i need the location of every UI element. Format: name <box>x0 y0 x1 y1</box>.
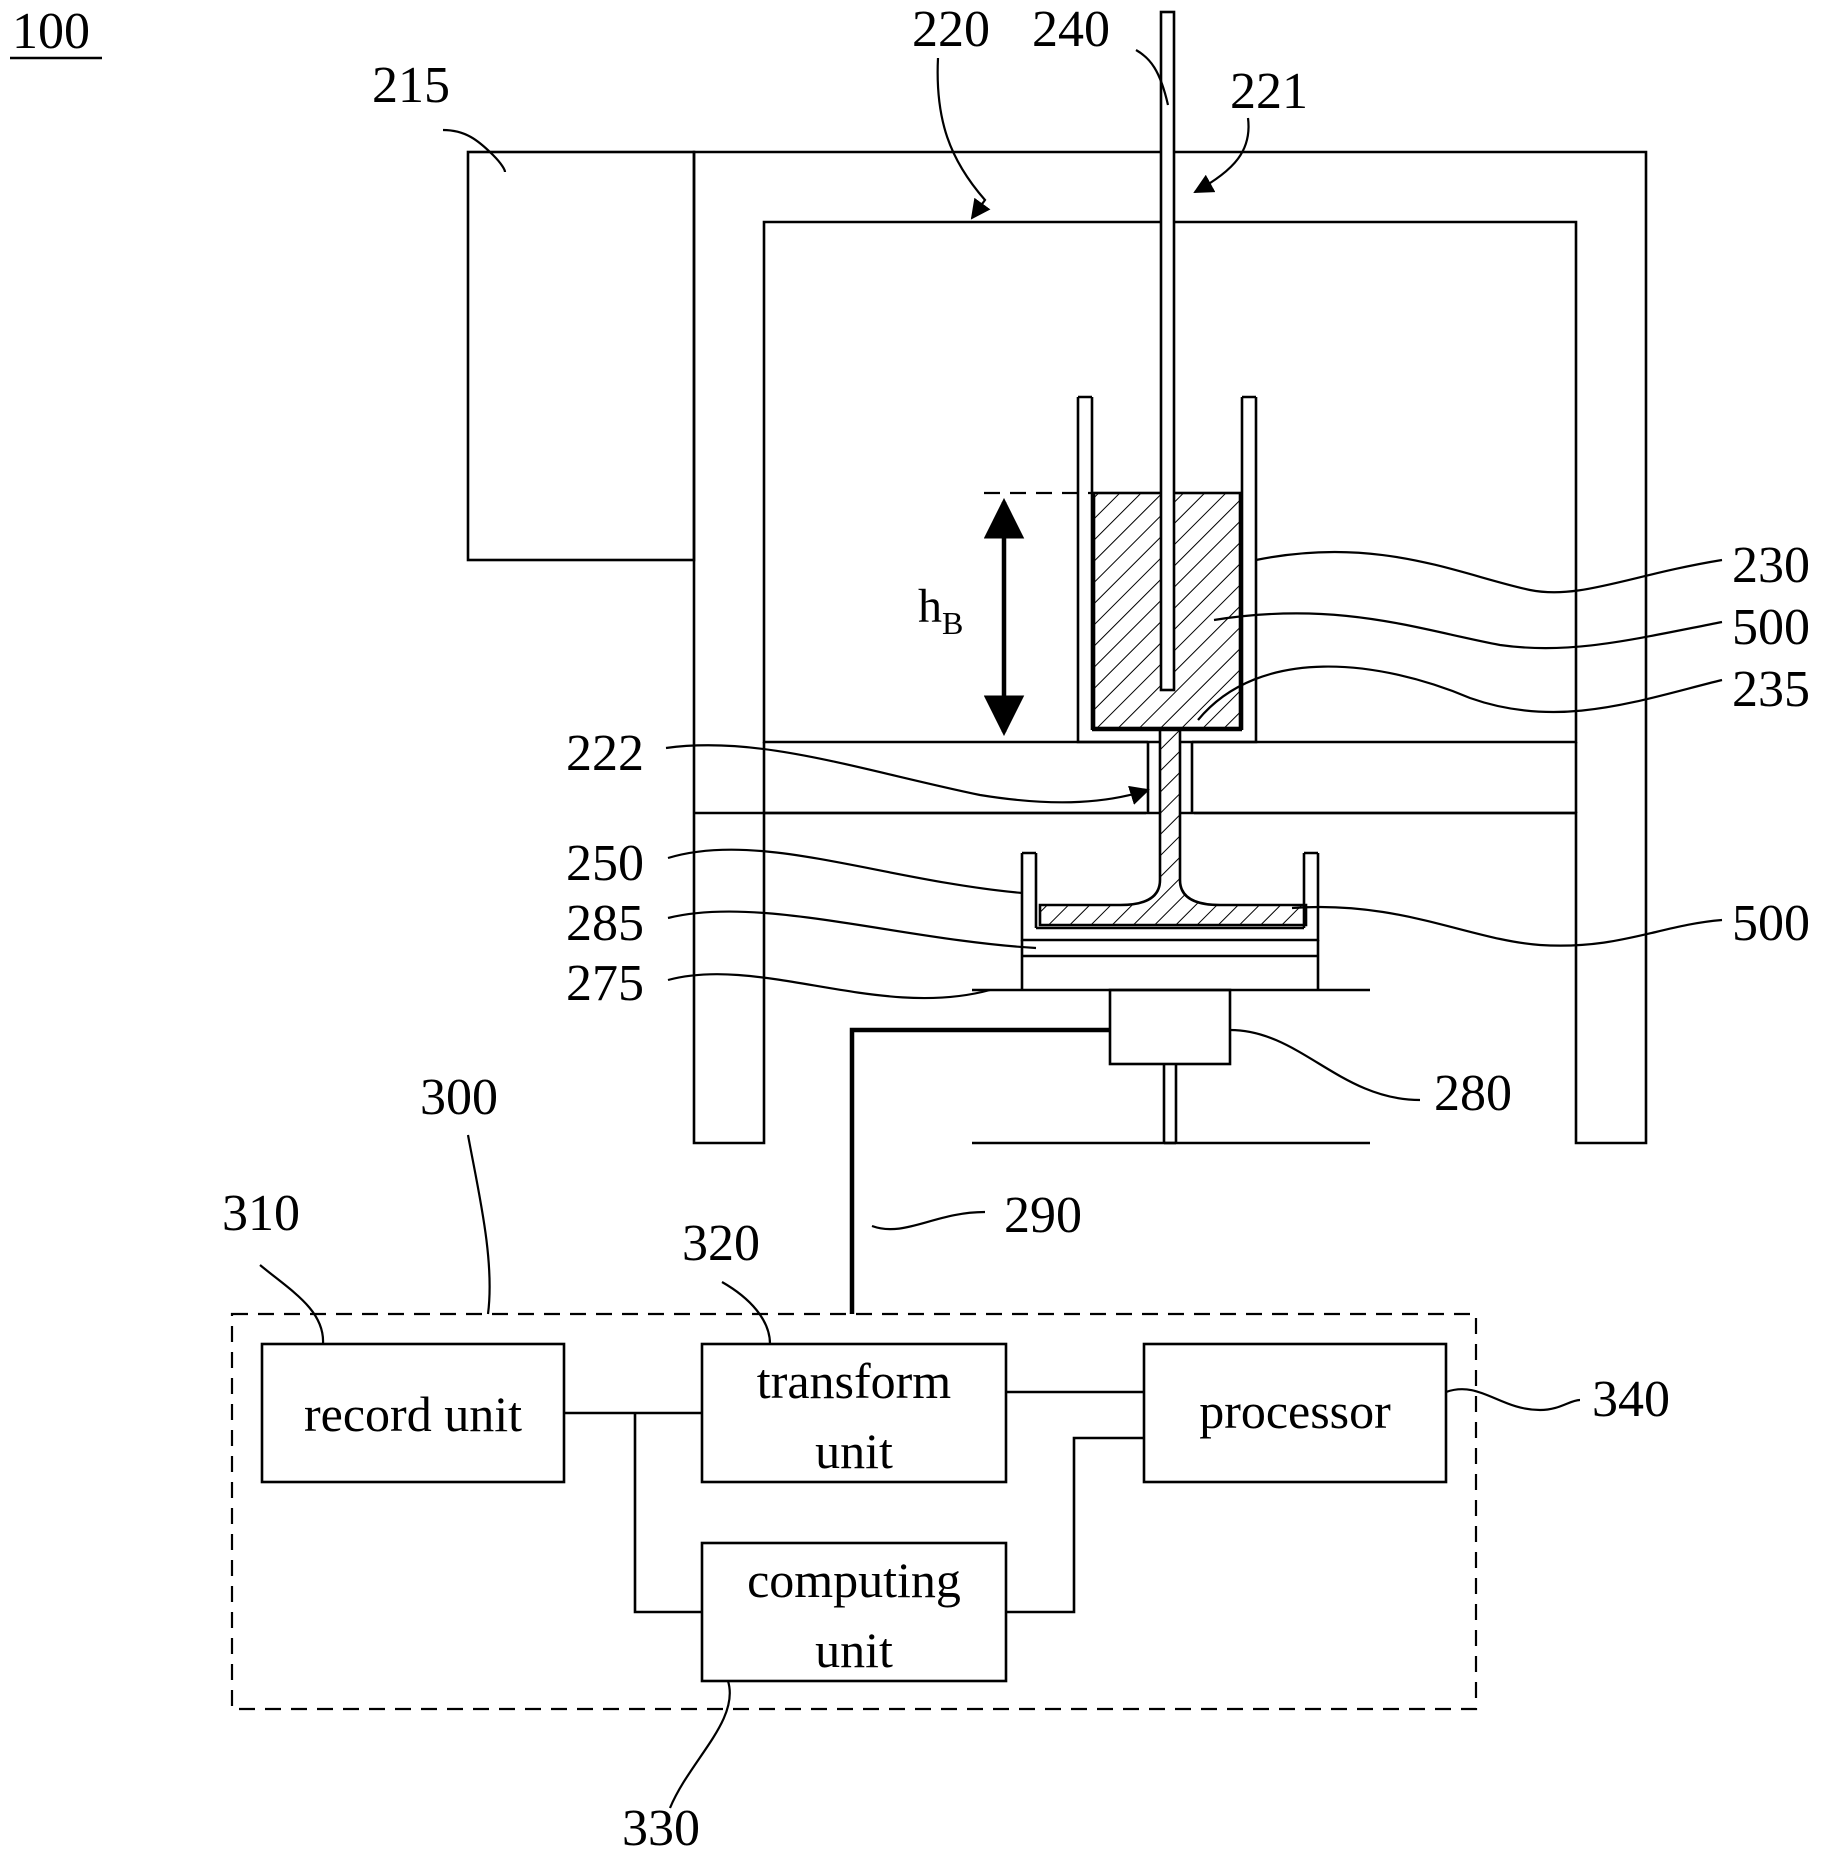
ref-250: 250 <box>566 835 644 892</box>
support-285 <box>1022 940 1318 990</box>
computing-unit-label-2: unit <box>815 1622 893 1678</box>
height-label: hB <box>918 580 963 641</box>
ref-320: 320 <box>682 1215 760 1272</box>
processor-label: processor <box>1199 1383 1391 1439</box>
leader-lines <box>260 50 1722 1808</box>
ref-222: 222 <box>566 725 644 782</box>
ref-300: 300 <box>420 1069 498 1126</box>
ref-290: 290 <box>1004 1187 1082 1244</box>
ref-235: 235 <box>1732 661 1810 718</box>
ref-280: 280 <box>1434 1065 1512 1122</box>
melt-stream-235 <box>1040 730 1306 925</box>
rod-240 <box>1161 12 1174 690</box>
ref-240: 240 <box>1032 1 1110 58</box>
ref-215: 215 <box>372 57 450 114</box>
ref-500-lower: 500 <box>1732 895 1810 952</box>
side-box-215 <box>468 152 694 560</box>
ref-340: 340 <box>1592 1371 1670 1428</box>
ref-220: 220 <box>912 1 990 58</box>
sensor-280 <box>1110 990 1230 1064</box>
ref-275: 275 <box>566 955 644 1012</box>
figure-number: 100 <box>12 3 90 60</box>
sensor-shaft <box>1164 1064 1176 1143</box>
signal-cable-290 <box>852 1030 1110 1314</box>
reference-numerals: 215 220 240 221 230 500 235 222 250 285 … <box>222 1 1810 1853</box>
ref-285: 285 <box>566 895 644 952</box>
computing-unit-label-1: computing <box>747 1552 961 1608</box>
ref-310: 310 <box>222 1185 300 1242</box>
ref-500-upper: 500 <box>1732 599 1810 656</box>
record-unit-label: record unit <box>304 1386 522 1442</box>
ref-230: 230 <box>1732 537 1810 594</box>
transform-unit-label-1: transform <box>757 1353 951 1409</box>
ref-221: 221 <box>1230 63 1308 120</box>
ref-330: 330 <box>622 1800 700 1853</box>
transform-unit-label-2: unit <box>815 1423 893 1479</box>
